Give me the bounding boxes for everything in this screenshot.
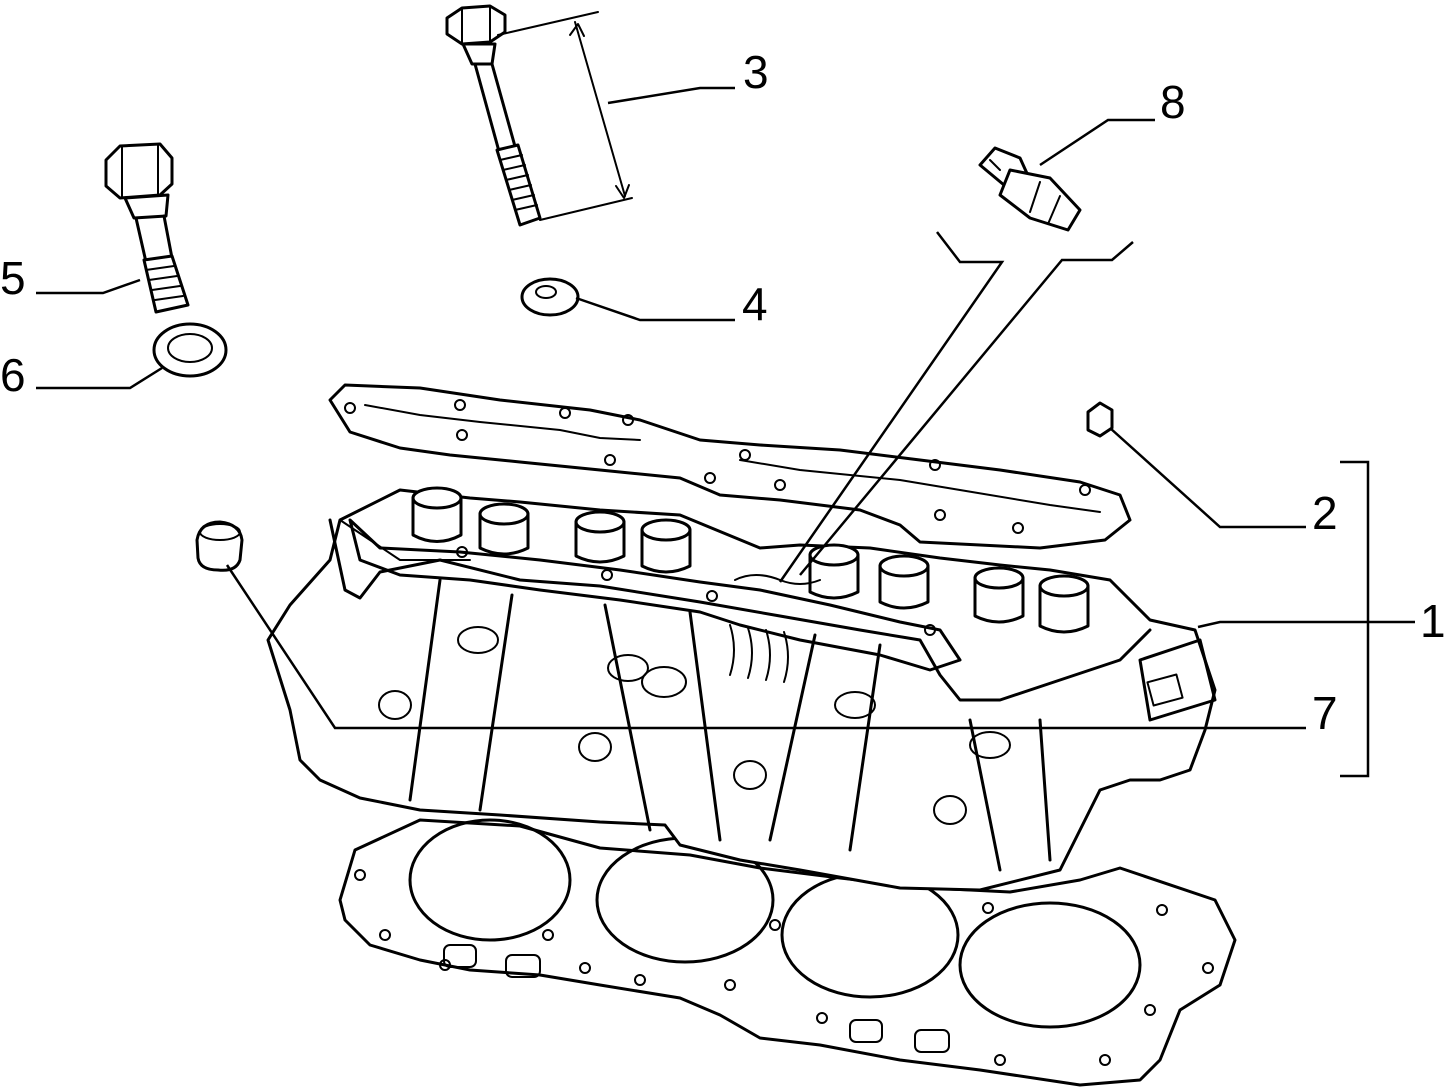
sealing-ring-icon [152, 322, 228, 378]
callout-1: 1 [1420, 595, 1446, 647]
cylinder-head-icon [266, 486, 1217, 892]
callout-7: 7 [1312, 687, 1338, 739]
callout-2: 2 [1312, 487, 1338, 539]
long-head-bolt-icon [445, 4, 633, 227]
callout-8: 8 [1160, 76, 1186, 128]
callout-4: 4 [742, 278, 768, 330]
callout-5: 5 [0, 252, 26, 304]
sensor-switch-icon [978, 146, 1082, 232]
core-plug-icon [195, 520, 244, 572]
small-plug-icon [1086, 401, 1114, 438]
leader-lines [36, 86, 1415, 778]
cover-gasket-icon [328, 383, 1132, 550]
short-bolt-icon [104, 142, 190, 314]
washer-icon [520, 277, 580, 317]
callout-6: 6 [0, 349, 26, 401]
callout-labels: 1 2 3 4 5 6 7 8 [0, 46, 1446, 739]
callout-3: 3 [743, 46, 769, 98]
